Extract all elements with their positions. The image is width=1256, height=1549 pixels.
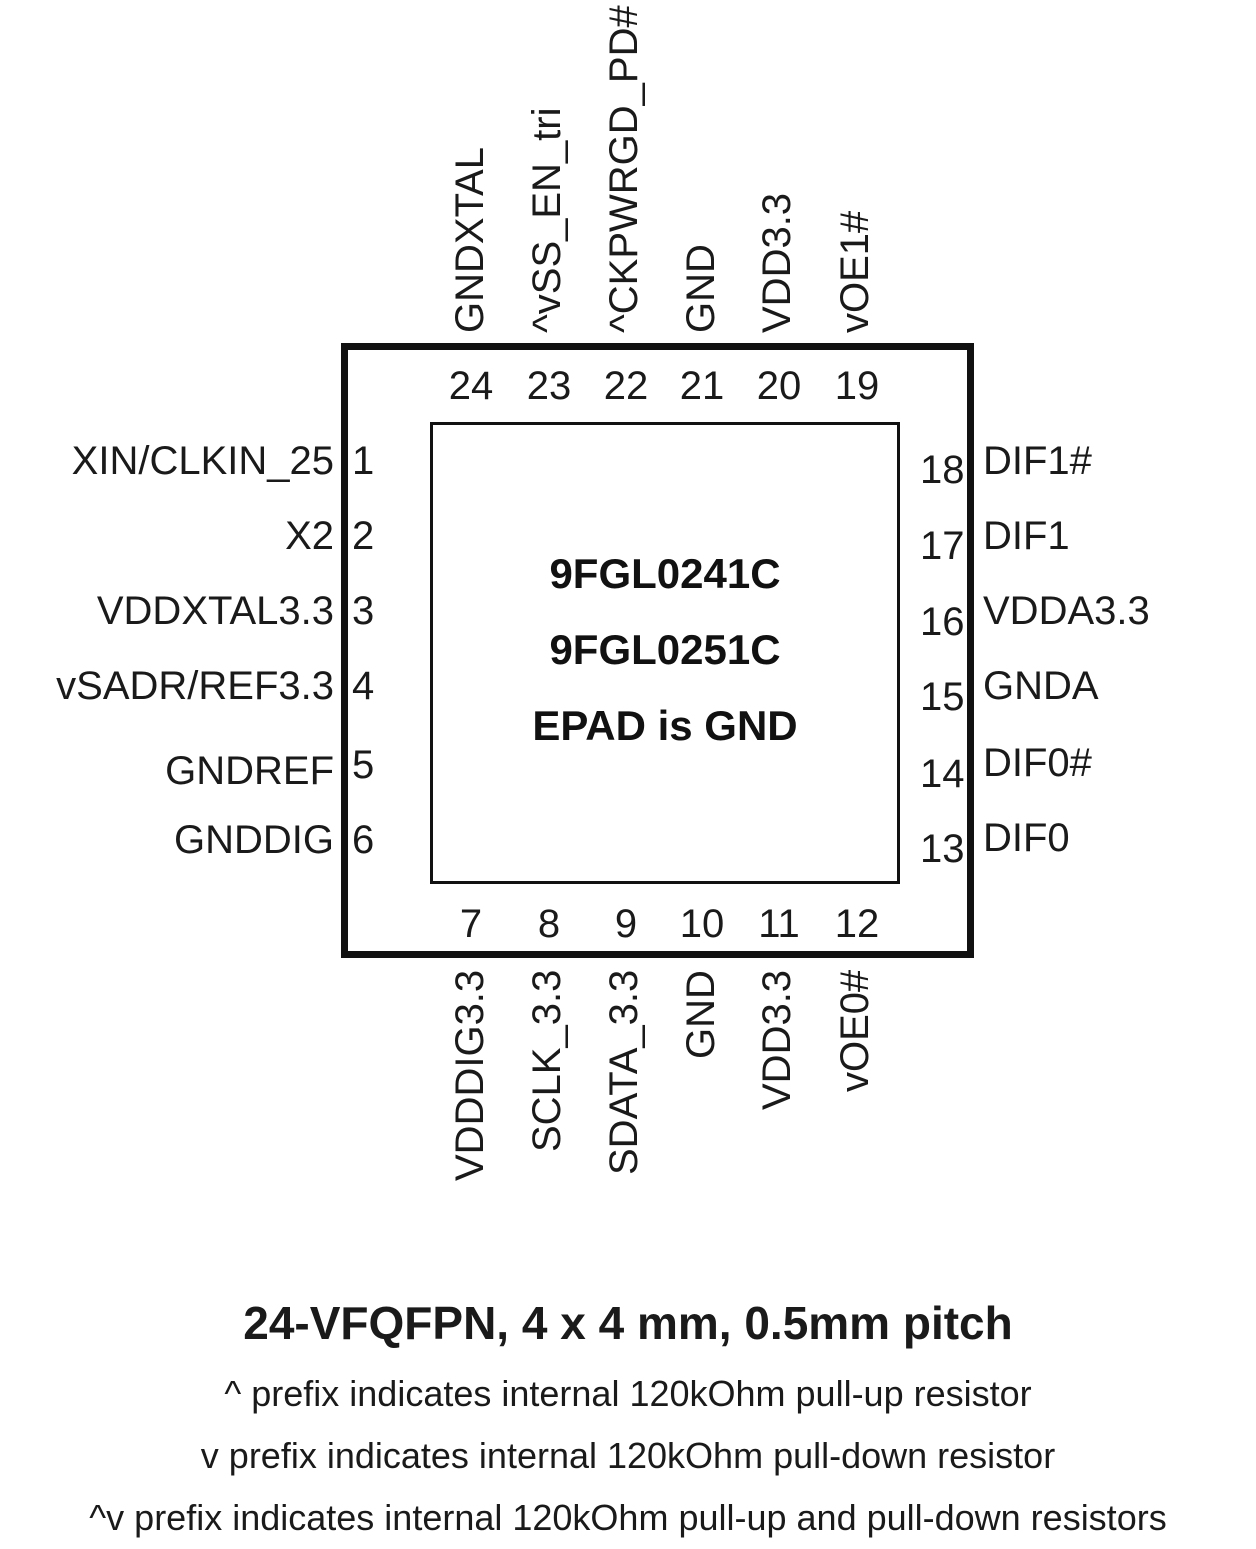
pin-21-number: 21 <box>679 364 725 408</box>
pin-16-name: VDDA3.3 <box>983 589 1150 633</box>
pin-20-name: VDD3.3 <box>755 192 799 333</box>
pin-16-number: 16 <box>920 600 965 644</box>
pin-23-name: ^vSS_EN_tri <box>525 107 569 333</box>
part-number-1: 9FGL0241C <box>549 550 781 597</box>
package-title: 24-VFQFPN, 4 x 4 mm, 0.5mm pitch <box>243 1297 1013 1349</box>
epad-outline <box>430 422 900 884</box>
pin-13-name: DIF0 <box>983 816 1070 860</box>
pin-11-name: VDD3.3 <box>755 969 799 1110</box>
pin-15-number: 15 <box>920 675 965 719</box>
pin-22-name: ^CKPWRGD_PD# <box>602 5 646 333</box>
pin-8-name: SCLK_3.3 <box>525 969 569 1152</box>
pin-9-number: 9 <box>614 902 638 946</box>
pin-6-name: GNDDIG <box>174 818 334 862</box>
pin-13-number: 13 <box>920 827 965 871</box>
pin-19-number: 19 <box>834 364 880 408</box>
pin-12-name: vOE0# <box>833 969 877 1092</box>
pin-11-number: 11 <box>758 902 800 946</box>
pin-14-name: DIF0# <box>983 741 1092 785</box>
pin-1-number: 1 <box>352 439 375 483</box>
pin-24-number: 24 <box>448 364 494 408</box>
pin-17-number: 17 <box>920 524 965 568</box>
pin-19-name: vOE1# <box>833 210 877 333</box>
pin-15-name: GNDA <box>983 664 1099 708</box>
pin-12-number: 12 <box>834 902 880 946</box>
pin-10-name: GND <box>679 970 723 1059</box>
pin-3-name: VDDXTAL3.3 <box>96 589 334 633</box>
note-pull-down: v prefix indicates internal 120kOhm pull… <box>200 1435 1056 1476</box>
note-pull-up: ^ prefix indicates internal 120kOhm pull… <box>224 1373 1032 1414</box>
pin-5-number: 5 <box>352 743 375 787</box>
pin-6-number: 6 <box>352 818 375 862</box>
package-outline <box>341 343 974 958</box>
pin-2-name: X2 <box>285 514 334 558</box>
pin-10-number: 10 <box>679 902 725 946</box>
pin-20-number: 20 <box>756 364 802 408</box>
pin-3-number: 3 <box>352 589 375 633</box>
pin-2-number: 2 <box>352 514 375 558</box>
pin-9-name: SDATA_3.3 <box>602 969 646 1175</box>
pin-18-name: DIF1# <box>983 439 1092 483</box>
epad-label: EPAD is GND <box>532 702 798 749</box>
pin-4-number: 4 <box>352 664 375 708</box>
pin-23-number: 23 <box>526 364 572 408</box>
pin-7-number: 7 <box>459 902 483 946</box>
pin-1-name: XIN/CLKIN_25 <box>71 439 334 483</box>
pin-17-name: DIF1 <box>983 514 1070 558</box>
pin-5-name: GNDREF <box>165 749 334 793</box>
pin-22-number: 22 <box>603 364 649 408</box>
pin-14-number: 14 <box>920 752 965 796</box>
pin-4-name: vSADR/REF3.3 <box>56 664 334 708</box>
pin-21-name: GND <box>679 244 723 333</box>
pin-7-name: VDDDIG3.3 <box>448 969 492 1181</box>
part-number-2: 9FGL0251C <box>549 626 781 673</box>
pin-8-number: 8 <box>537 902 561 946</box>
pin-18-number: 18 <box>920 448 965 492</box>
pin-24-name: GNDXTAL <box>448 147 492 333</box>
note-pull-up-down: ^v prefix indicates internal 120kOhm pul… <box>89 1497 1167 1538</box>
